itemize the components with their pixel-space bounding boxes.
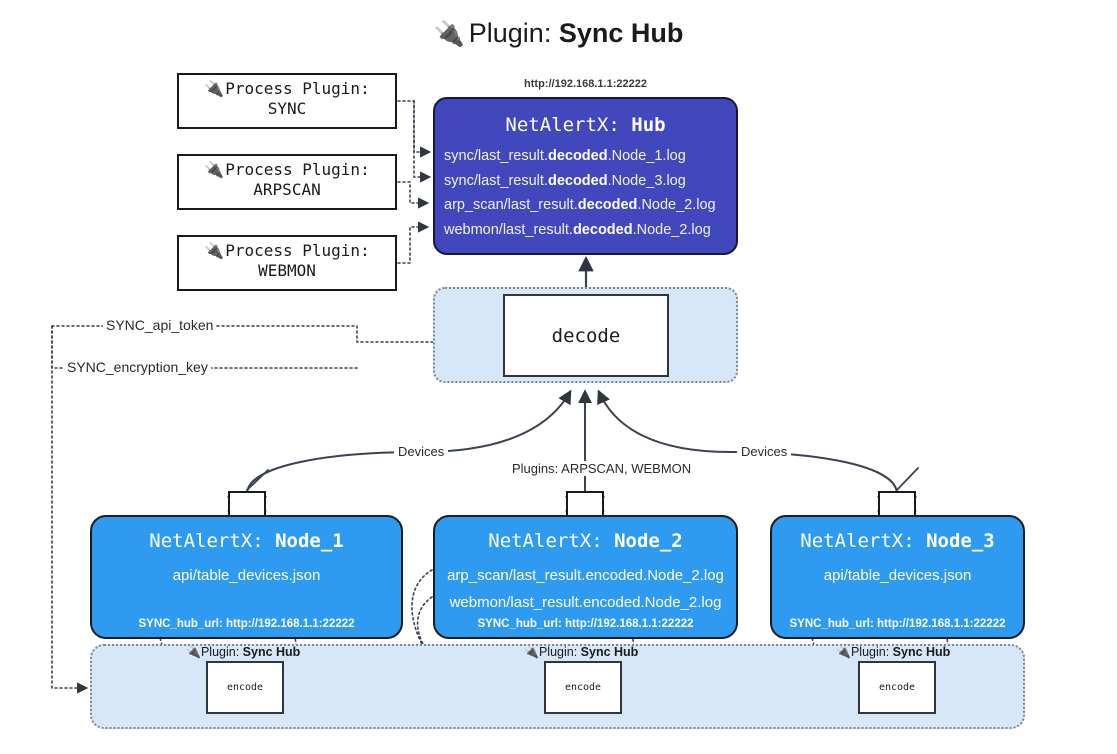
node-2-log-2: webmon/last_result.encoded.Node_2.log — [449, 594, 722, 611]
plug-icon: 🔌 — [433, 20, 465, 48]
proc-sync-line1: Process Plugin: — [225, 79, 370, 98]
node-1-footer: SYNC_hub_url: http://192.168.1.1:22222 — [138, 618, 355, 630]
edge-tokens-to-encode-group — [51, 325, 89, 694]
edge-label-devices-left: Devices — [394, 444, 449, 459]
encode-1-caption-name: Sync Hub — [242, 645, 301, 659]
encode-3-caption: 🔌Plugin: Sync Hub — [836, 645, 950, 659]
proc-arpscan-line1-wrap: 🔌Process Plugin: — [179, 160, 395, 180]
hub-log-4-post: .Node_2.log — [632, 221, 711, 238]
proc-webmon-line1: Process Plugin: — [225, 241, 370, 260]
page-title: 🔌Plugin: Sync Hub — [0, 18, 1117, 49]
envelope-icon — [566, 491, 604, 518]
proc-sync-line1-wrap: 🔌Process Plugin: — [179, 79, 395, 99]
encode-box-3[interactable]: encode — [858, 661, 936, 714]
hub-log-2-strong: decoded — [547, 172, 608, 189]
node-2[interactable]: NetAlertX: Node_2 arp_scan/last_result.e… — [433, 515, 738, 639]
edge-node3-to-decode — [597, 389, 898, 495]
node-1[interactable]: NetAlertX: Node_1 api/table_devices.json… — [90, 515, 403, 639]
node-1-body: api/table_devices.json — [92, 562, 401, 589]
edge-arpscan-to-hubline3 — [397, 181, 430, 209]
plug-icon: 🔌 — [524, 645, 539, 659]
encode-2-caption-name: Sync Hub — [580, 645, 639, 659]
envelope-icon — [228, 491, 266, 518]
node-3-title: NetAlertX: Node_3 — [772, 530, 1023, 552]
plug-icon: 🔌 — [204, 241, 225, 260]
node-3-title-prefix: NetAlertX: — [800, 530, 927, 552]
process-plugin-arpscan[interactable]: 🔌Process Plugin: ARPSCAN — [177, 154, 397, 210]
hub-log-1-post: .Node_1.log — [607, 148, 686, 164]
hub-node[interactable]: NetAlertX: Hub sync/last_result.decoded.… — [433, 97, 738, 255]
hub-log-3: arp_scan/last_result.decoded.Node_2.log — [444, 193, 736, 218]
node-3-title-name: Node_3 — [926, 530, 995, 552]
proc-webmon-line2: WEBMON — [258, 261, 316, 281]
envelope-icon — [878, 491, 916, 518]
hub-log-2: sync/last_result.decoded.Node_3.log — [444, 169, 736, 194]
title-name: Sync Hub — [558, 18, 684, 48]
hub-url: http://192.168.1.1:22222 — [524, 78, 647, 90]
node-1-title-name: Node_1 — [275, 530, 344, 552]
encode-3-caption-prefix: Plugin: — [850, 645, 893, 659]
hub-title-prefix: NetAlertX: — [505, 114, 632, 136]
encode-2-caption: 🔌Plugin: Sync Hub — [524, 645, 638, 659]
proc-sync-line2: SYNC — [267, 99, 307, 119]
plug-icon: 🔌 — [186, 645, 201, 659]
edge-sync-to-hubline1 — [397, 100, 432, 158]
hub-log-4: webmon/last_result.decoded.Node_2.log — [444, 218, 736, 243]
edge-sync-to-hubline2 — [413, 100, 432, 183]
encode-2-caption-prefix: Plugin: — [538, 645, 581, 659]
hub-title: NetAlertX: Hub — [435, 114, 736, 136]
proc-arpscan-line1: Process Plugin: — [225, 160, 370, 179]
plug-icon: 🔌 — [204, 79, 225, 98]
hub-log-1-pre: sync/last_result. — [444, 148, 548, 164]
hub-log-list: sync/last_result.decoded.Node_1.log sync… — [435, 144, 736, 242]
node-3-log-1: api/table_devices.json — [823, 567, 972, 584]
process-plugin-webmon[interactable]: 🔌Process Plugin: WEBMON — [177, 235, 397, 291]
proc-webmon-line1-wrap: 🔌Process Plugin: — [179, 241, 395, 261]
node-1-title: NetAlertX: Node_1 — [92, 530, 401, 552]
hub-title-name: Hub — [631, 114, 666, 136]
label-sync-encryption-key: SYNC_encryption_key — [64, 359, 211, 375]
hub-log-2-post: .Node_3.log — [607, 172, 686, 189]
encode-box-2[interactable]: encode — [544, 661, 622, 714]
process-plugin-sync[interactable]: 🔌Process Plugin: SYNC — [177, 73, 397, 129]
edge-node1-to-decode — [246, 389, 572, 495]
proc-arpscan-line2: ARPSCAN — [253, 180, 321, 200]
label-sync-api-token: SYNC_api_token — [103, 317, 217, 333]
hub-log-1-strong: decoded — [547, 148, 608, 164]
hub-log-3-strong: decoded — [577, 197, 638, 214]
node-2-body: arp_scan/last_result.encoded.Node_2.log … — [435, 562, 736, 616]
encode-box-1[interactable]: encode — [206, 661, 284, 714]
hub-log-3-post: .Node_2.log — [637, 197, 716, 214]
node-2-title-name: Node_2 — [614, 530, 683, 552]
title-prefix: Plugin: — [468, 18, 559, 48]
plug-icon: 🔌 — [836, 645, 851, 659]
hub-log-3-pre: arp_scan/last_result. — [444, 197, 578, 214]
hub-log-2-pre: sync/last_result. — [444, 172, 548, 189]
edge-label-plugins-center: Plugins: ARPSCAN, WEBMON — [508, 461, 696, 476]
hub-log-1: sync/last_result.decoded.Node_1.log — [444, 144, 736, 169]
decode-box[interactable]: decode — [503, 294, 669, 377]
edge-webmon-to-hubline4 — [397, 221, 430, 264]
hub-log-4-strong: decoded — [572, 221, 633, 238]
envelope1-stem — [246, 469, 269, 491]
hub-log-4-pre: webmon/last_result. — [444, 221, 573, 238]
node-2-footer: SYNC_hub_url: http://192.168.1.1:22222 — [477, 618, 694, 630]
node-3-footer: SYNC_hub_url: http://192.168.1.1:22222 — [789, 618, 1006, 630]
encode-1-caption-prefix: Plugin: — [200, 645, 243, 659]
node-3-body: api/table_devices.json — [772, 562, 1023, 589]
envelope3-stem — [896, 467, 919, 491]
node-2-title: NetAlertX: Node_2 — [435, 530, 736, 552]
plug-icon: 🔌 — [204, 160, 225, 179]
edge-label-devices-right: Devices — [737, 444, 792, 459]
node-3[interactable]: NetAlertX: Node_3 api/table_devices.json… — [770, 515, 1025, 639]
node-1-log-1: api/table_devices.json — [172, 567, 321, 584]
encode-3-caption-name: Sync Hub — [892, 645, 951, 659]
encode-1-caption: 🔌Plugin: Sync Hub — [186, 645, 300, 659]
node-2-log-1: arp_scan/last_result.encoded.Node_2.log — [447, 567, 724, 584]
node-1-title-prefix: NetAlertX: — [149, 530, 276, 552]
node-2-title-prefix: NetAlertX: — [488, 530, 615, 552]
